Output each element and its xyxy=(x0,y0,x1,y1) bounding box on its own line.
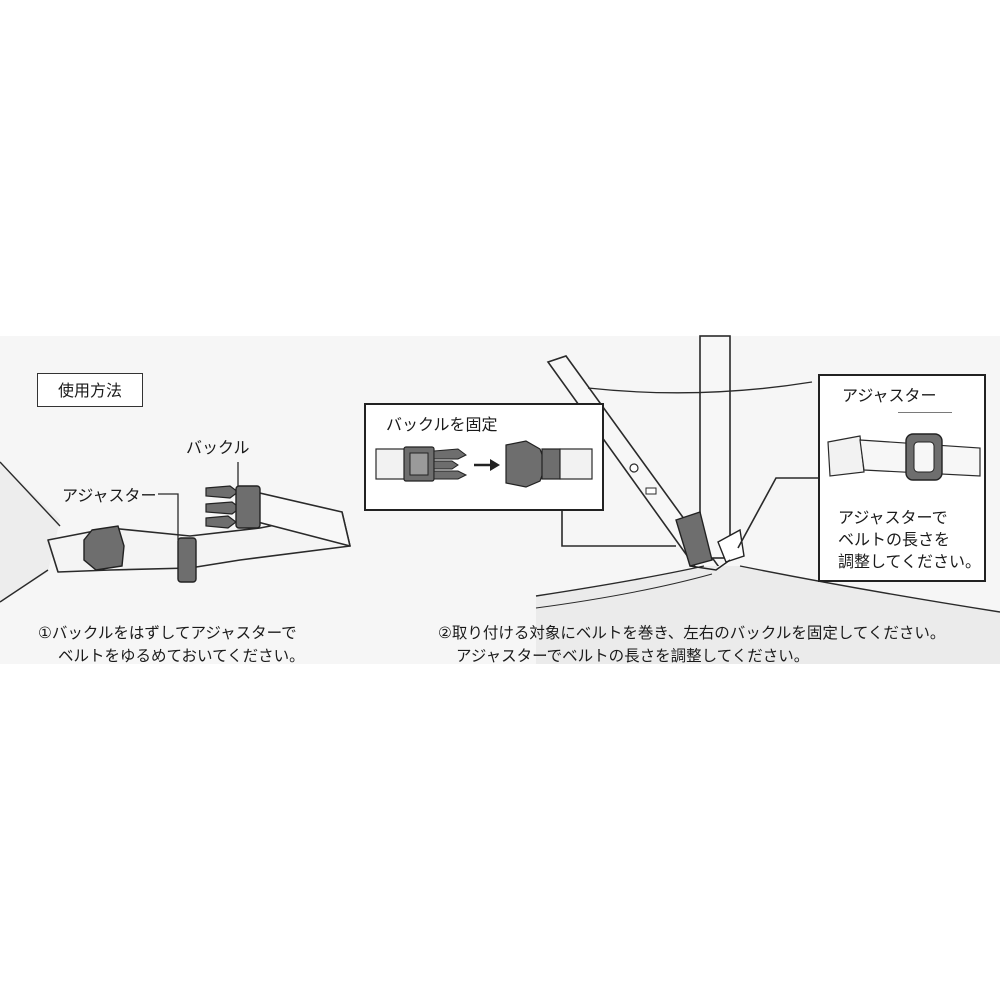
buckle-fix-title: バックルを固定 xyxy=(386,415,498,434)
step-2-line-2: アジャスターでベルトの長さを調整してください。 xyxy=(456,647,810,665)
fabric-edge-left xyxy=(0,462,60,602)
usage-title: 使用方法 xyxy=(37,373,143,407)
adjuster-note-line-2: ベルトの長さを xyxy=(838,530,951,549)
adjuster-leader-line xyxy=(158,493,179,540)
adjuster-note-line-3: 調整してください。 xyxy=(838,552,982,571)
buckle-icon xyxy=(83,525,125,571)
adjuster-detail-diagram xyxy=(827,412,981,481)
adjuster-note-line-1: アジャスターで xyxy=(838,508,948,527)
adjuster-icon xyxy=(177,537,197,583)
adjuster-callout-leader xyxy=(737,477,818,549)
buckle-fix-diagram xyxy=(375,440,593,488)
step-1-line-1: ①バックルをはずしてアジャスターで xyxy=(38,624,297,642)
adjuster-callout: アジャスター アジャスターで ベルトの長さを 調整してください。 xyxy=(818,374,986,582)
fabric-edge-line xyxy=(0,461,61,527)
arrow-right-icon xyxy=(474,459,500,471)
buckle-fix-callout: バックルを固定 xyxy=(364,403,604,511)
adjuster-callout-title: アジャスター xyxy=(842,386,937,405)
step-1-line-2: ベルトをゆるめておいてください。 xyxy=(58,647,305,665)
buckle-prongs xyxy=(205,485,261,529)
fabric-edge-line-lower xyxy=(0,569,49,603)
step-2-line-1: ②取り付ける対象にベルトを巻き、左右のバックルを固定してください。 xyxy=(438,624,946,642)
buckle-label: バックル xyxy=(186,438,250,457)
adjuster-label: アジャスター xyxy=(62,486,157,505)
